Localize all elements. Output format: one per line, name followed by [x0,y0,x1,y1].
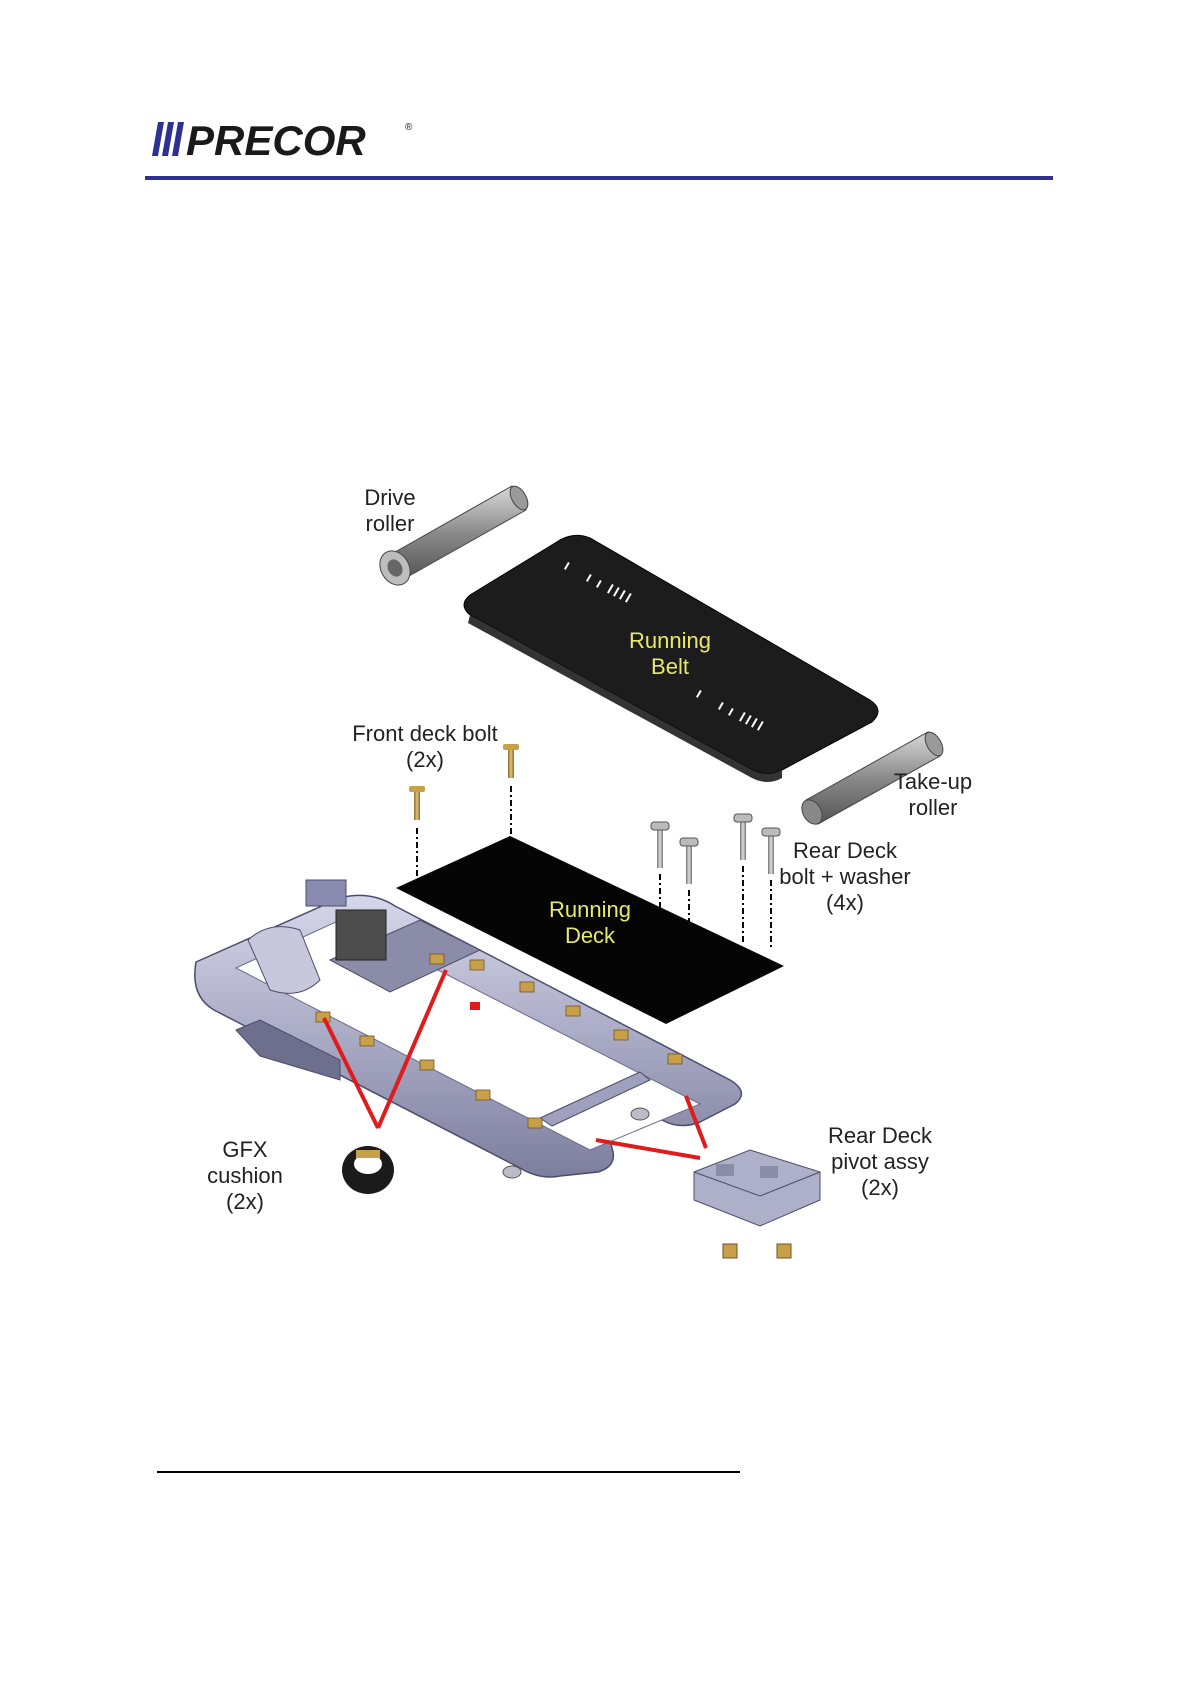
label-front-deck-bolt: Front deck bolt (2x) [340,721,510,773]
label-line: Take-up [888,769,978,795]
label-running-deck: Running Deck [540,897,640,949]
gfx-cushion [342,1146,394,1194]
label-line: (2x) [815,1175,945,1201]
label-line: (4x) [770,890,920,916]
label-running-belt: Running Belt [620,628,720,680]
label-line: Drive [355,485,425,511]
label-line: roller [888,795,978,821]
label-gfx-cushion: GFX cushion (2x) [200,1137,290,1215]
label-line: Deck [540,923,640,949]
label-line: Rear Deck [770,838,920,864]
label-line: pivot assy [815,1149,945,1175]
label-line: cushion [200,1163,290,1189]
label-line: (2x) [340,747,510,773]
label-line: Running [540,897,640,923]
label-line: bolt + washer [770,864,920,890]
footer-rule [157,1471,740,1473]
label-rear-deck-pivot: Rear Deck pivot assy (2x) [815,1123,945,1201]
label-line: Rear Deck [815,1123,945,1149]
label-take-up-roller: Take-up roller [888,769,978,821]
label-line: Front deck bolt [340,721,510,747]
label-line: roller [355,511,425,537]
label-line: Belt [620,654,720,680]
label-rear-deck-bolt: Rear Deck bolt + washer (4x) [770,838,920,916]
label-line: (2x) [200,1189,290,1215]
rear-deck-pivot-assy [694,1150,820,1258]
label-line: GFX [200,1137,290,1163]
label-drive-roller: Drive roller [355,485,425,537]
label-line: Running [620,628,720,654]
